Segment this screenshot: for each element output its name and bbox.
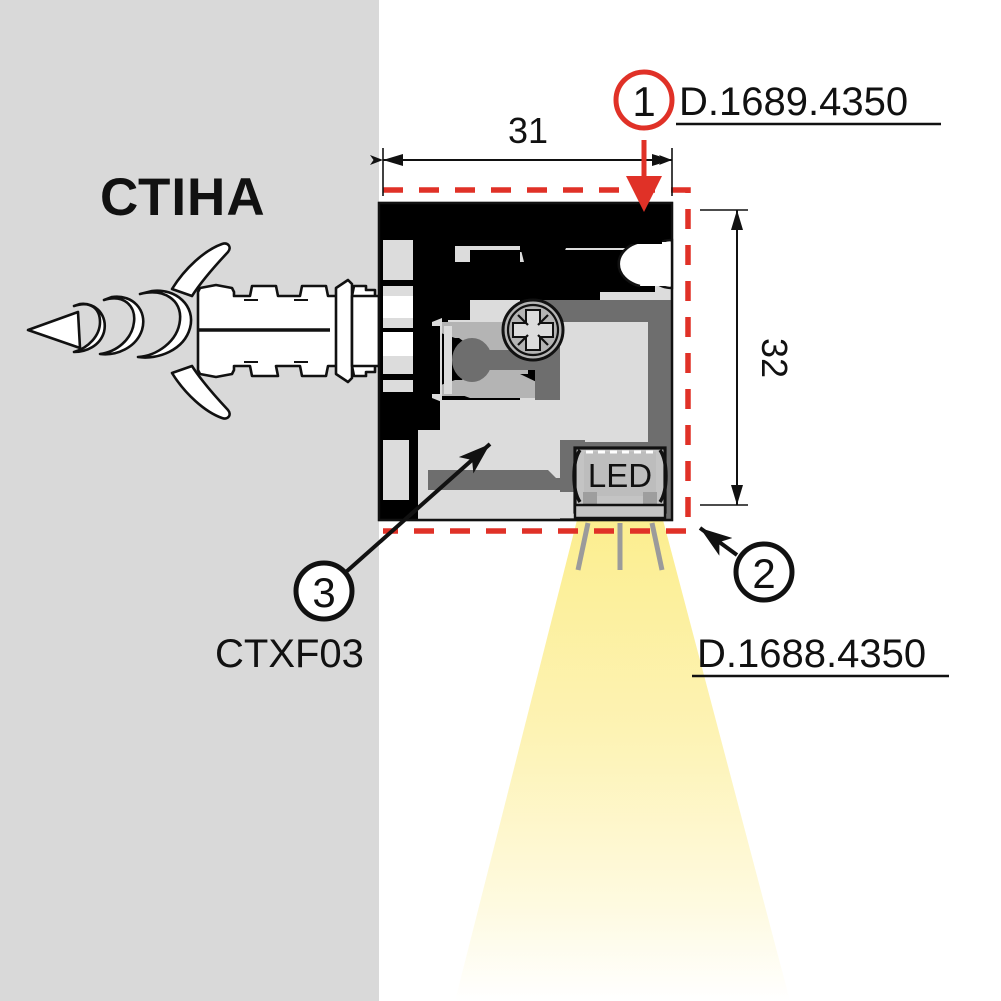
callout-1-code: D.1689.4350 [679, 80, 908, 124]
callout-2-marker[interactable] [733, 541, 795, 603]
wall-anchor-assembly [26, 242, 381, 420]
callout-2-number: 2 [752, 550, 775, 597]
dimension-height-label: 32 [754, 338, 795, 378]
light-beam [455, 520, 790, 1001]
callout-1-number: 1 [632, 78, 655, 125]
dimension-width-31: 31 [370, 110, 673, 196]
callout-3-code: CTXF03 [215, 632, 364, 676]
callout-1[interactable]: 1 D.1689.4350 [613, 69, 941, 212]
led-label: LED [588, 457, 652, 494]
dimension-width-label: 31 [508, 110, 548, 151]
callout-3-marker[interactable] [293, 560, 355, 622]
callout-3-number: 3 [312, 569, 335, 616]
screw-head-pozidriv [501, 298, 565, 362]
wall-block [0, 0, 379, 1001]
dimension-height-32: 32 [700, 209, 795, 506]
callout-2[interactable]: 2 D.1688.4350 [692, 526, 949, 678]
red-dashed-outline [383, 187, 691, 534]
wall-label: СТІНА [100, 168, 266, 227]
callout-1-marker[interactable] [613, 69, 675, 131]
callout-3[interactable]: 3 CTXF03 [215, 442, 492, 676]
callout-2-code: D.1688.4350 [697, 632, 926, 676]
profile-cross-section [377, 201, 674, 522]
led-module: LED [572, 446, 668, 520]
